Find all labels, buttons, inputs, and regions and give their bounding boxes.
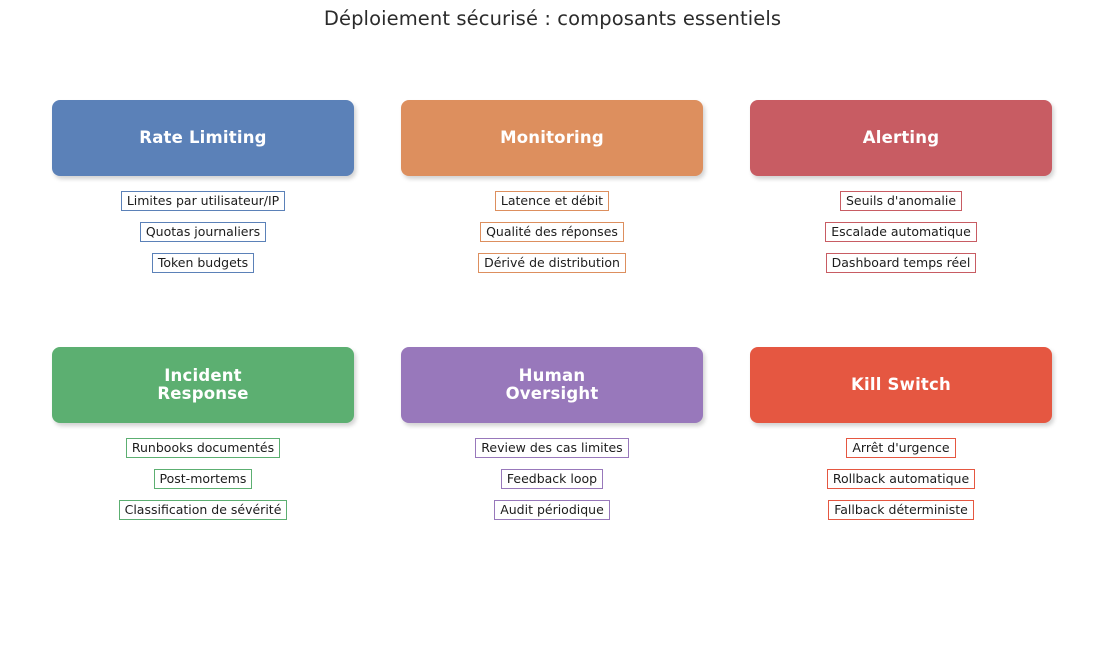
- card-title: Alerting: [862, 127, 940, 147]
- card-item[interactable]: Limites par utilisateur/IP: [120, 191, 286, 212]
- card-item[interactable]: Feedback loop: [500, 468, 604, 489]
- card-header-rate-limiting[interactable]: Rate Limiting: [52, 100, 354, 176]
- card-title: Monitoring: [500, 127, 604, 147]
- card-item[interactable]: Qualité des réponses: [480, 221, 624, 242]
- card-item[interactable]: Arrêt d'urgence: [846, 438, 956, 459]
- card-title: Kill Switch: [851, 374, 951, 394]
- card-item[interactable]: Quotas journaliers: [139, 221, 267, 242]
- card-title: Human Oversight: [505, 365, 599, 403]
- card-item[interactable]: Dashboard temps réel: [825, 252, 977, 273]
- card-item[interactable]: Review des cas limites: [475, 438, 629, 459]
- card-header-monitoring[interactable]: Monitoring: [401, 100, 703, 176]
- card-item[interactable]: Audit périodique: [494, 499, 610, 520]
- card-header-human-oversight[interactable]: Human Oversight: [401, 347, 703, 423]
- card-item[interactable]: Escalade automatique: [825, 221, 977, 242]
- card-item[interactable]: Token budgets: [151, 252, 255, 273]
- card-item[interactable]: Classification de sévérité: [118, 499, 288, 520]
- card-item-list-rate-limiting: Limites par utilisateur/IP Quotas journal…: [52, 191, 354, 273]
- page-title: Déploiement sécurisé : composants essent…: [323, 7, 782, 30]
- card-item[interactable]: Seuils d'anomalie: [839, 191, 963, 212]
- card-header-incident-response[interactable]: Incident Response: [52, 347, 354, 423]
- card-item[interactable]: Post-mortems: [153, 468, 253, 489]
- card-header-alerting[interactable]: Alerting: [750, 100, 1052, 176]
- card-title: Rate Limiting: [139, 127, 267, 147]
- card-title: Incident Response: [157, 365, 249, 403]
- card-item[interactable]: Latence et débit: [494, 191, 610, 212]
- card-item[interactable]: Rollback automatique: [826, 468, 976, 489]
- card-item[interactable]: Fallback déterministe: [828, 499, 974, 520]
- card-item[interactable]: Runbooks documentés: [125, 438, 281, 459]
- card-header-kill-switch[interactable]: Kill Switch: [750, 347, 1052, 423]
- card-item[interactable]: Dérivé de distribution: [478, 252, 626, 273]
